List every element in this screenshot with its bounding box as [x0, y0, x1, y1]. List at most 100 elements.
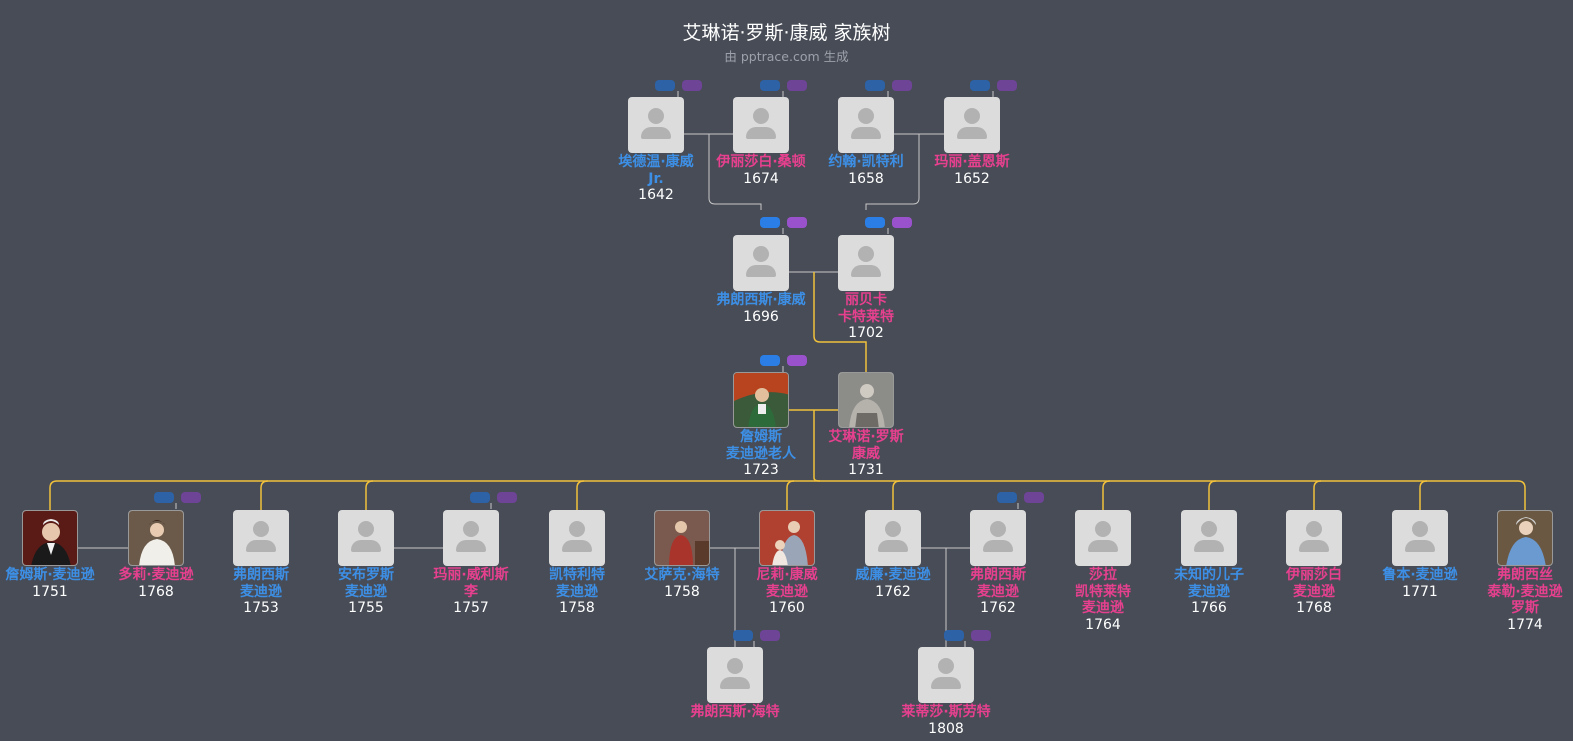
avatar-placeholder-icon[interactable]: [1181, 510, 1237, 566]
person-birth-year: 1642: [638, 187, 674, 203]
person-name: 鲁本·麦迪逊: [1382, 567, 1458, 583]
person-birth-year: 1723: [743, 462, 779, 478]
page-title: 艾琳诺·罗斯·康威 家族树: [682, 22, 891, 44]
person-name: 凯特利特麦迪逊: [549, 567, 605, 600]
avatar-placeholder-icon[interactable]: [443, 510, 499, 566]
expand-female-line-button[interactable]: [787, 217, 807, 228]
expand-male-line-button[interactable]: [865, 217, 885, 228]
avatar-placeholder-icon[interactable]: [233, 510, 289, 566]
portrait-image[interactable]: [838, 372, 894, 428]
avatar-placeholder-icon[interactable]: [1286, 510, 1342, 566]
expand-male-line-button[interactable]: [865, 80, 885, 91]
focus-descent-line: [813, 272, 867, 372]
expand-female-line-button[interactable]: [997, 80, 1017, 91]
person-francis-hite[interactable]: 弗朗西斯·海特: [680, 647, 790, 721]
avatar-placeholder-icon[interactable]: [1075, 510, 1131, 566]
portrait-image[interactable]: [128, 510, 184, 566]
expand-female-line-button[interactable]: [1024, 492, 1044, 503]
avatar-placeholder-icon[interactable]: [838, 97, 894, 153]
expand-male-line-button[interactable]: [760, 217, 780, 228]
expand-female-line-button[interactable]: [787, 355, 807, 366]
avatar-placeholder-icon[interactable]: [865, 510, 921, 566]
person-birth-year: 1758: [559, 600, 595, 616]
avatar-placeholder-icon[interactable]: [970, 510, 1026, 566]
expand-female-line-button[interactable]: [892, 80, 912, 91]
expand-male-line-button[interactable]: [655, 80, 675, 91]
portrait-image[interactable]: [654, 510, 710, 566]
expand-male-line-button[interactable]: [760, 80, 780, 91]
portrait-image[interactable]: [22, 510, 78, 566]
expand-male-line-button[interactable]: [733, 630, 753, 641]
person-name: 莎拉凯特莱特麦迪逊: [1075, 567, 1131, 616]
portrait-image[interactable]: [733, 372, 789, 428]
child-drop-line: [892, 480, 901, 510]
person-birth-year: 1753: [243, 600, 279, 616]
child-drop-line: [260, 480, 269, 510]
avatar-placeholder-icon[interactable]: [733, 97, 789, 153]
portrait-image[interactable]: [759, 510, 815, 566]
expand-female-line-button[interactable]: [971, 630, 991, 641]
expand-female-line-button[interactable]: [760, 630, 780, 641]
person-name: 弗朗西丝泰勒·麦迪逊罗斯: [1487, 567, 1563, 616]
avatar-placeholder-icon[interactable]: [918, 647, 974, 703]
expand-male-line-button[interactable]: [944, 630, 964, 641]
child-drop-line: [1313, 480, 1322, 510]
expand-female-line-button[interactable]: [497, 492, 517, 503]
person-birth-year: 1774: [1507, 616, 1543, 633]
person-name: 弗朗西斯麦迪逊: [233, 567, 289, 600]
descent-line: [708, 134, 762, 210]
avatar-placeholder-icon[interactable]: [707, 647, 763, 703]
avatar-placeholder-icon[interactable]: [549, 510, 605, 566]
page-subtitle: 由 pptrace.com 生成: [724, 49, 849, 64]
avatar-placeholder-icon[interactable]: [628, 97, 684, 153]
person-birth-year: 1758: [664, 583, 700, 600]
expand-male-line-button[interactable]: [470, 492, 490, 503]
portrait-image[interactable]: [1497, 510, 1553, 566]
person-name: 伊丽莎白·桑顿: [716, 154, 806, 170]
person-birth-year: 1808: [928, 720, 964, 737]
avatar-placeholder-icon[interactable]: [1392, 510, 1448, 566]
expand-male-line-button[interactable]: [997, 492, 1017, 503]
avatar-placeholder-icon[interactable]: [338, 510, 394, 566]
person-birth-year: 1696: [743, 308, 779, 325]
expand-male-line-button[interactable]: [154, 492, 174, 503]
person-name: 莱蒂莎·斯劳特: [901, 704, 991, 720]
person-name: 詹姆斯·麦迪逊: [5, 567, 95, 583]
expand-male-line-button[interactable]: [760, 355, 780, 366]
expand-female-line-button[interactable]: [181, 492, 201, 503]
expand-male-line-button[interactable]: [970, 80, 990, 91]
expand-female-line-button[interactable]: [787, 80, 807, 91]
person-birth-year: 1768: [138, 583, 174, 600]
expand-female-line-button[interactable]: [892, 217, 912, 228]
avatar-placeholder-icon[interactable]: [838, 235, 894, 291]
avatar-placeholder-icon[interactable]: [944, 97, 1000, 153]
avatar-placeholder-icon[interactable]: [733, 235, 789, 291]
expand-female-line-button[interactable]: [682, 80, 702, 91]
